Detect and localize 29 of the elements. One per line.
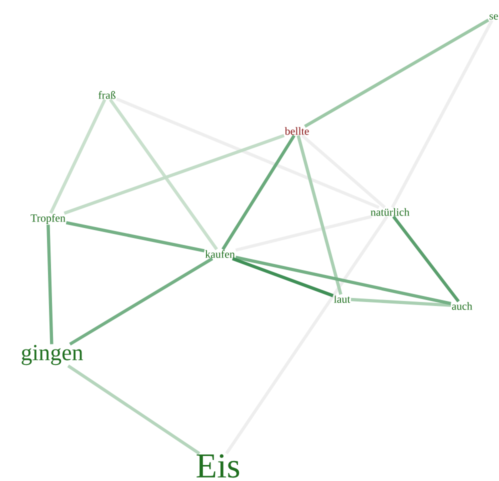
word-label: Eis [196, 454, 240, 478]
network-edge [67, 364, 200, 455]
network-edge [350, 298, 451, 307]
word-label: gingen [22, 344, 83, 366]
network-edge [225, 216, 388, 454]
word-label: natürlich [370, 208, 410, 216]
word-label: fraß [98, 91, 116, 99]
word-label: auch [452, 302, 472, 310]
network-edge [392, 216, 460, 302]
network-edge [49, 98, 106, 214]
network-edge [46, 224, 54, 344]
network-edge [304, 18, 490, 128]
word-label: Tropfen [30, 214, 66, 224]
network-edge [296, 135, 342, 295]
network-edge [232, 257, 334, 298]
network-edge [301, 134, 386, 209]
network-edge [235, 215, 372, 252]
word-label: kaufen [205, 250, 235, 258]
network-edge [69, 257, 214, 346]
network-edge [222, 134, 296, 250]
word-label: bellte [284, 127, 309, 135]
network-edge [235, 256, 452, 306]
network-edge [116, 97, 380, 209]
word-label: se [490, 14, 498, 20]
word-label: laut [334, 295, 350, 303]
network-edge [64, 134, 285, 215]
network-edge [108, 98, 218, 250]
network-edge [66, 221, 205, 252]
network-edge [391, 20, 494, 208]
